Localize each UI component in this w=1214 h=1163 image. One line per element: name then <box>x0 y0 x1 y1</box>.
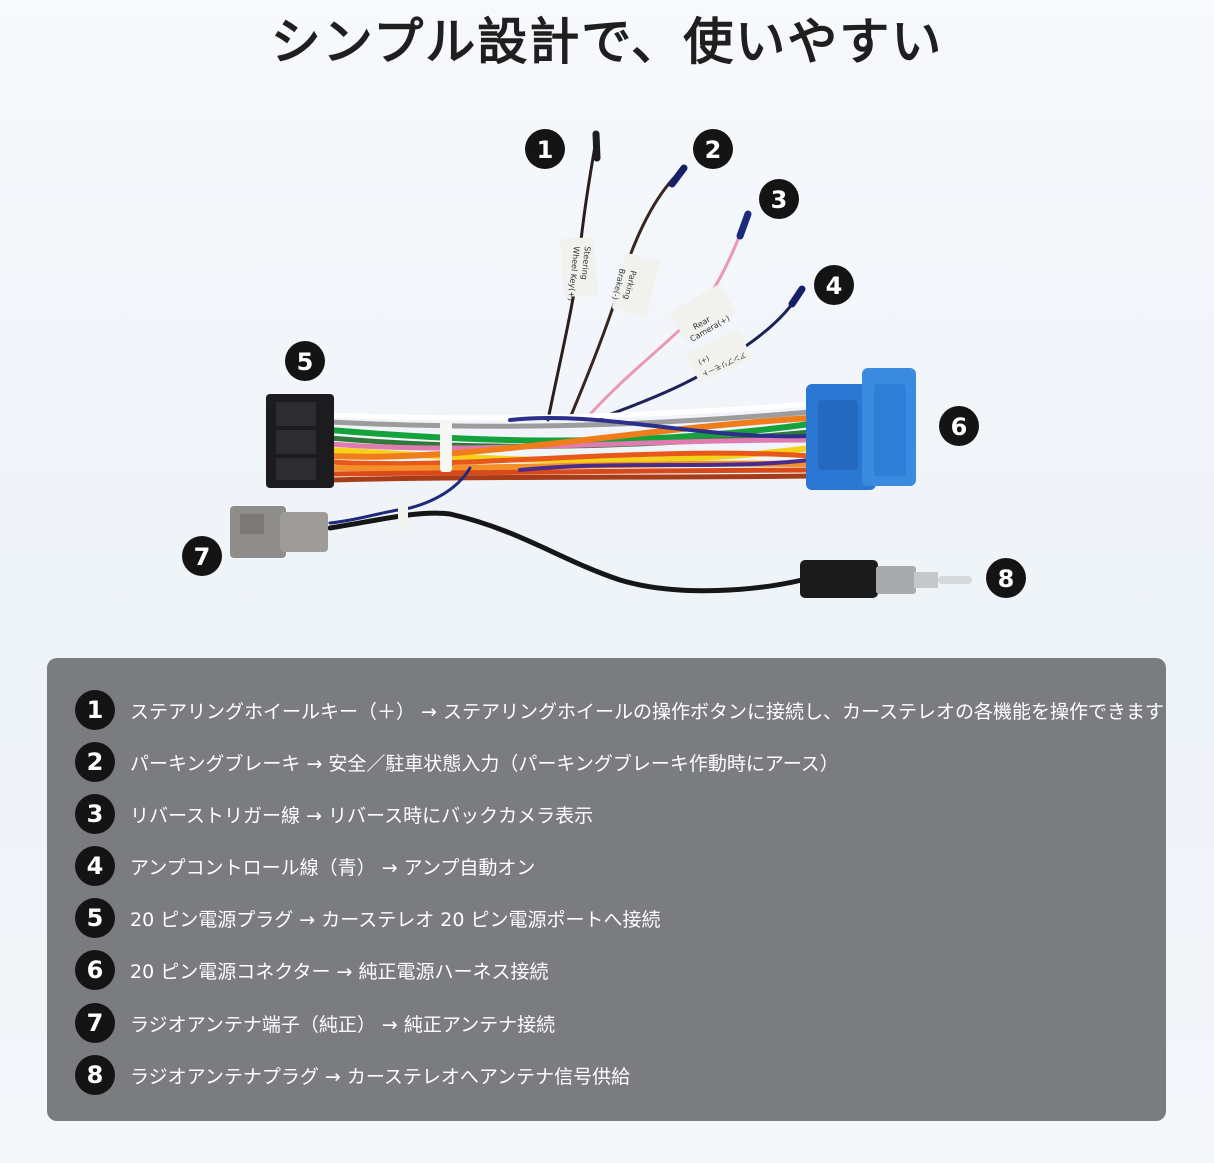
legend-item: 2 パーキングブレーキ → 安全／駐車状態入力（パーキングブレーキ作動時にアース… <box>75 742 839 782</box>
svg-text:4: 4 <box>826 272 843 300</box>
page-title: シンプル設計で、使いやすい <box>270 13 944 71</box>
main-wire-bundle <box>327 401 813 483</box>
legend-number-badge: 2 <box>75 742 115 782</box>
legend-description: 20 ピン電源コネクター → 純正電源ハーネス接続 <box>130 960 549 983</box>
callout-2: 2 <box>693 129 733 169</box>
wiring-harness-illustration: Steering Wheel Key(+) Parking Brake(-) R… <box>182 129 1026 598</box>
legend-description: リバーストリガー線 → リバース時にバックカメラ表示 <box>130 804 594 827</box>
callout-7: 7 <box>182 536 222 576</box>
legend-item: 4 アンプコントロール線（青） → アンプ自動オン <box>75 846 535 886</box>
zip-tie <box>440 420 452 472</box>
legend-panel: 1 ステアリングホイールキー（＋） → ステアリングホイールの操作ボタンに接続し… <box>47 658 1166 1121</box>
wire-tag-steering: Steering Wheel Key(+) <box>560 237 598 301</box>
connector-20pin-blue <box>806 368 916 490</box>
legend-description: アンプコントロール線（青） → アンプ自動オン <box>130 856 536 879</box>
callout-6: 6 <box>939 406 979 446</box>
antenna-plug <box>800 560 972 598</box>
connector-20pin-black <box>266 394 334 488</box>
legend-number-badge: 8 <box>75 1055 115 1095</box>
svg-text:6: 6 <box>951 413 968 441</box>
zip-tie-antenna <box>398 502 408 530</box>
legend-item: 8 ラジオアンテナプラグ → カーステレオへアンテナ信号供給 <box>75 1055 630 1095</box>
wire-tag-parking: Parking Brake(-) <box>610 253 660 317</box>
legend-description: ラジオアンテナプラグ → カーステレオへアンテナ信号供給 <box>130 1065 631 1088</box>
svg-text:1: 1 <box>537 136 554 164</box>
legend-number-badge: 5 <box>75 898 115 938</box>
svg-text:8: 8 <box>998 565 1015 593</box>
svg-text:7: 7 <box>194 543 211 571</box>
legend-item: 1 ステアリングホイールキー（＋） → ステアリングホイールの操作ボタンに接続し… <box>75 690 1164 730</box>
callout-5: 5 <box>285 341 325 381</box>
legend-number-badge: 7 <box>75 1003 115 1043</box>
svg-text:5: 5 <box>297 348 314 376</box>
legend-description: ラジオアンテナ端子（純正） → 純正アンテナ接続 <box>130 1013 556 1036</box>
wire-tag-rear-camera: Rear Camera(+) <box>670 284 736 344</box>
callout-8: 8 <box>986 558 1026 598</box>
legend-description: ステアリングホイールキー（＋） → ステアリングホイールの操作ボタンに接続し、カ… <box>130 700 1165 723</box>
legend-description: パーキングブレーキ → 安全／駐車状態入力（パーキングブレーキ作動時にアース） <box>130 752 839 775</box>
legend-item: 7 ラジオアンテナ端子（純正） → 純正アンテナ接続 <box>75 1003 555 1043</box>
legend-item: 5 20 ピン電源プラグ → カーステレオ 20 ピン電源ポートへ接続 <box>75 898 661 938</box>
legend-number-badge: 4 <box>75 846 115 886</box>
svg-text:2: 2 <box>705 136 722 164</box>
callout-3: 3 <box>759 179 799 219</box>
svg-text:3: 3 <box>771 186 788 214</box>
legend-number-badge: 1 <box>75 690 115 730</box>
svg-text:Steering: Steering <box>579 246 591 280</box>
legend-number-badge: 3 <box>75 794 115 834</box>
antenna-port-gray <box>230 506 328 558</box>
legend-item: 3 リバーストリガー線 → リバース時にバックカメラ表示 <box>75 794 593 834</box>
legend-item: 6 20 ピン電源コネクター → 純正電源ハーネス接続 <box>75 950 548 990</box>
callout-1: 1 <box>525 129 565 169</box>
legend-description: 20 ピン電源プラグ → カーステレオ 20 ピン電源ポートへ接続 <box>130 908 661 931</box>
legend-number-badge: 6 <box>75 950 115 990</box>
callout-4: 4 <box>814 265 854 305</box>
